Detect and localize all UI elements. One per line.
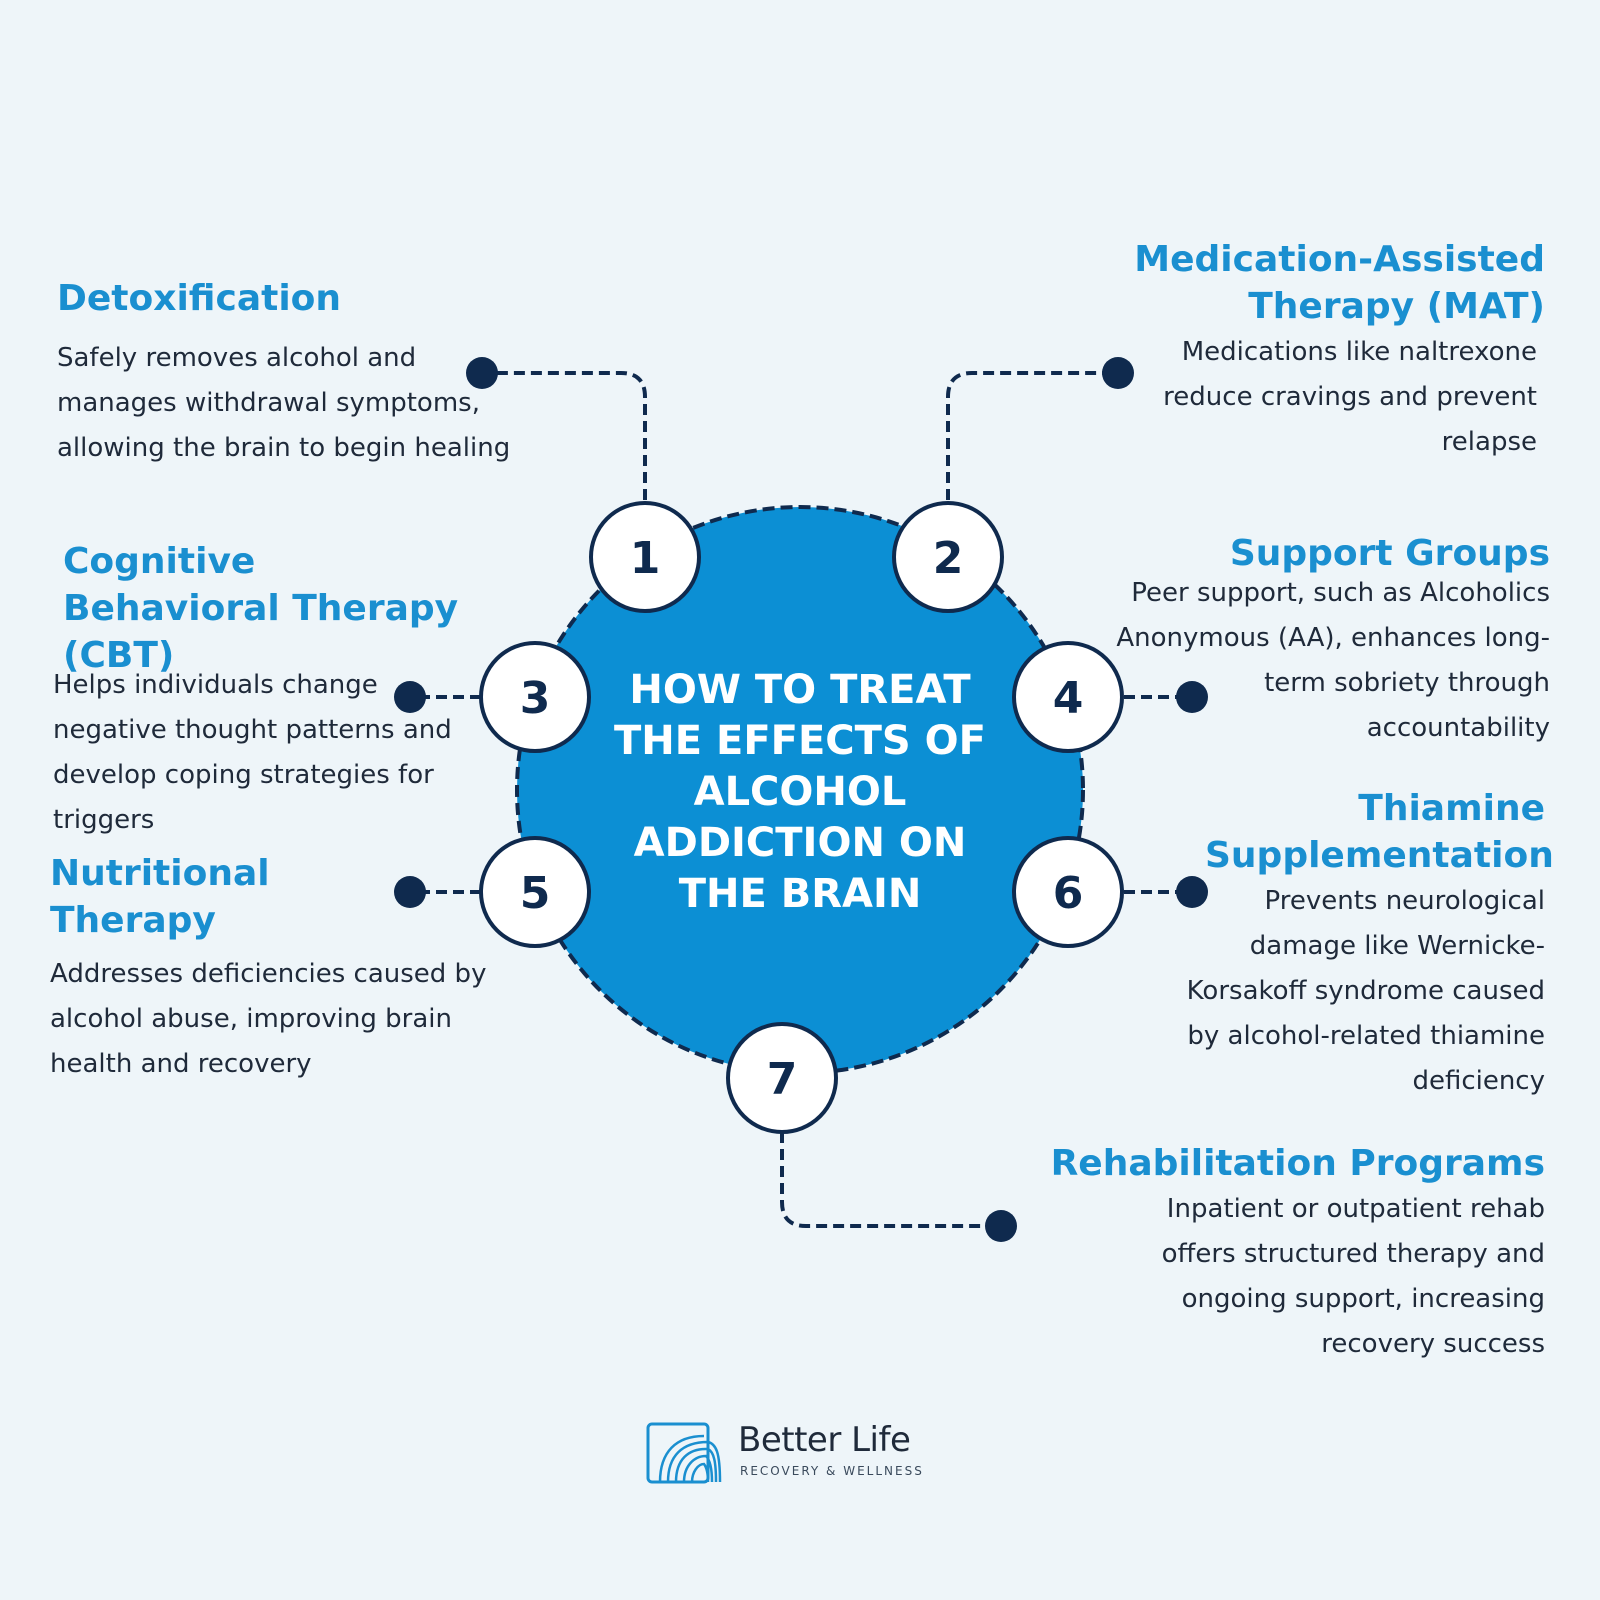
step-2-title: Medication-Assisted Therapy (MAT) xyxy=(1134,239,1545,327)
step-7-description: Inpatient or outpatient rehab offers str… xyxy=(1161,1194,1545,1359)
step-4-title: Support Groups xyxy=(1229,533,1550,574)
step-1-title: Detoxification xyxy=(57,278,342,319)
center-circle xyxy=(515,505,1085,1075)
step-3-title: Cognitive Behavioral Therapy (CBT) xyxy=(63,541,459,676)
step-5-block: Nutritional Therapy Addresses deficienci… xyxy=(50,850,540,1087)
step-badge-4 xyxy=(1012,641,1124,753)
center-title: HOW TO TREAT THE EFFECTS OF ALCOHOL ADDI… xyxy=(585,665,1015,920)
step-number-5: 5 xyxy=(520,868,551,919)
step-number-7: 7 xyxy=(767,1054,798,1105)
center-title-line: ALCOHOL xyxy=(693,769,907,815)
step-badge-7 xyxy=(726,1022,838,1134)
connector-dot-7 xyxy=(985,1210,1017,1242)
connector-dot-5 xyxy=(394,876,426,908)
step-3-title-block: Cognitive Behavioral Therapy (CBT) xyxy=(63,538,533,679)
step-7-title: Rehabilitation Programs xyxy=(1050,1143,1545,1184)
connector-dot-2 xyxy=(1102,357,1134,389)
step-number-2: 2 xyxy=(933,533,964,584)
step-6-title: Thiamine Supplementation xyxy=(1205,788,1554,876)
step-6-description: Prevents neurological damage like Wernic… xyxy=(1186,886,1545,1096)
step-2-description: Medications like naltrexone reduce cravi… xyxy=(1163,337,1537,457)
step-7-block: Rehabilitation Programs Inpatient or out… xyxy=(1015,1140,1545,1367)
connector-1 xyxy=(482,371,647,500)
connector-2 xyxy=(946,371,1118,500)
connector-7 xyxy=(780,1132,1001,1228)
connector-dot-1 xyxy=(466,357,498,389)
center-title-line: THE EFFECTS OF xyxy=(613,718,986,764)
step-1-description: Safely removes alcohol and manages withd… xyxy=(57,343,511,463)
step-number-3: 3 xyxy=(520,673,551,724)
step-3-description: Helps individuals change negative though… xyxy=(53,670,452,835)
step-1-block: Detoxification Safely removes alcohol an… xyxy=(57,275,537,471)
step-4-block: Support Groups Peer support, such as Alc… xyxy=(1095,530,1550,751)
step-badge-5 xyxy=(479,836,591,948)
step-badge-1 xyxy=(589,501,701,613)
step-badge-2 xyxy=(892,501,1004,613)
step-3-description-block: Helps individuals change negative though… xyxy=(53,663,483,843)
connector-dot-4 xyxy=(1176,681,1208,713)
step-number-6: 6 xyxy=(1053,868,1084,919)
step-badge-6 xyxy=(1012,836,1124,948)
wave-logo-icon xyxy=(646,1422,722,1484)
step-number-4: 4 xyxy=(1053,673,1084,724)
step-6-block: Thiamine Supplementation Prevents neurol… xyxy=(1145,785,1554,1104)
step-2-block: Medication-Assisted Therapy (MAT) Medica… xyxy=(1085,236,1545,465)
center-title-line: HOW TO TREAT xyxy=(629,667,971,713)
brand-logo: Better Life RECOVERY & WELLNESS xyxy=(646,1420,946,1490)
step-badge-3 xyxy=(479,641,591,753)
connector-dot-6 xyxy=(1176,876,1208,908)
step-5-title: Nutritional Therapy xyxy=(50,853,270,941)
center-title-line: THE BRAIN xyxy=(678,871,922,917)
connector-dot-3 xyxy=(394,681,426,713)
center-title-line: ADDICTION ON xyxy=(633,820,967,866)
logo-tagline: RECOVERY & WELLNESS xyxy=(740,1464,924,1478)
logo-name: Better Life xyxy=(738,1420,911,1460)
step-5-description: Addresses deficiencies caused by alcohol… xyxy=(50,959,487,1079)
step-4-description: Peer support, such as Alcoholics Anonymo… xyxy=(1116,578,1550,743)
step-number-1: 1 xyxy=(630,533,661,584)
